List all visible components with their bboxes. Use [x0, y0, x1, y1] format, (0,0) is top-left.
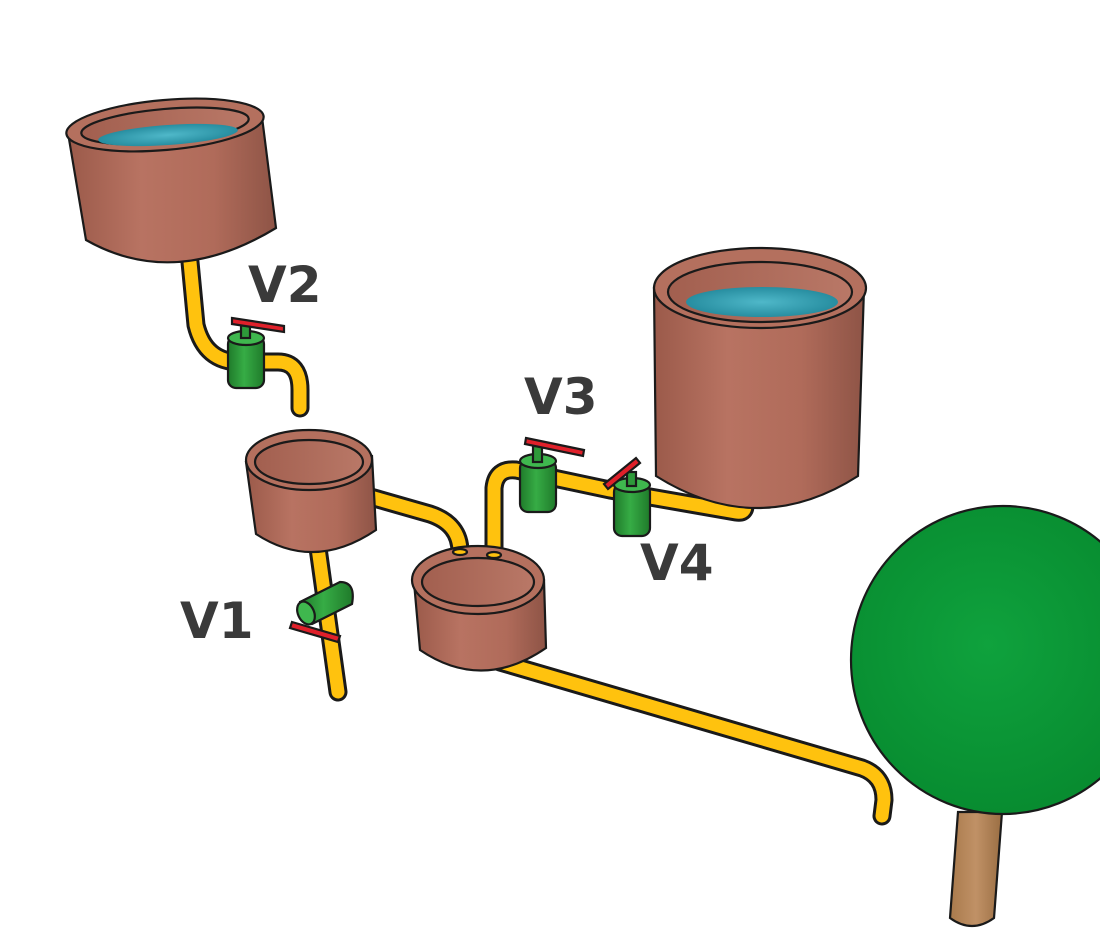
valve-handle[interactable]: [288, 620, 342, 644]
label-v1: V1: [180, 592, 254, 650]
label-v2: V2: [248, 256, 322, 314]
valve-v1[interactable]: [288, 580, 354, 644]
valve-handle[interactable]: [602, 456, 642, 491]
valve-v3[interactable]: [518, 436, 586, 514]
valve-handle[interactable]: [230, 316, 286, 334]
top-left-tank: [65, 97, 278, 264]
valve-v2[interactable]: [226, 316, 286, 390]
middle-tank: [410, 544, 548, 672]
large-right-tank: [652, 246, 868, 510]
valve-handle[interactable]: [523, 436, 586, 458]
label-v3: V3: [524, 368, 598, 426]
pipes: [180, 252, 894, 826]
water-surface: [98, 123, 238, 147]
water-surface: [686, 287, 838, 317]
small-left-tank: [244, 428, 378, 554]
valve-v4[interactable]: [602, 456, 652, 538]
label-v4: V4: [640, 534, 714, 592]
pipe-v1-line: [308, 538, 348, 702]
pipe-to-tree: [490, 652, 894, 826]
tree: [849, 504, 1100, 928]
tree-trunk: [948, 810, 1004, 928]
tree-crown: [849, 504, 1100, 816]
